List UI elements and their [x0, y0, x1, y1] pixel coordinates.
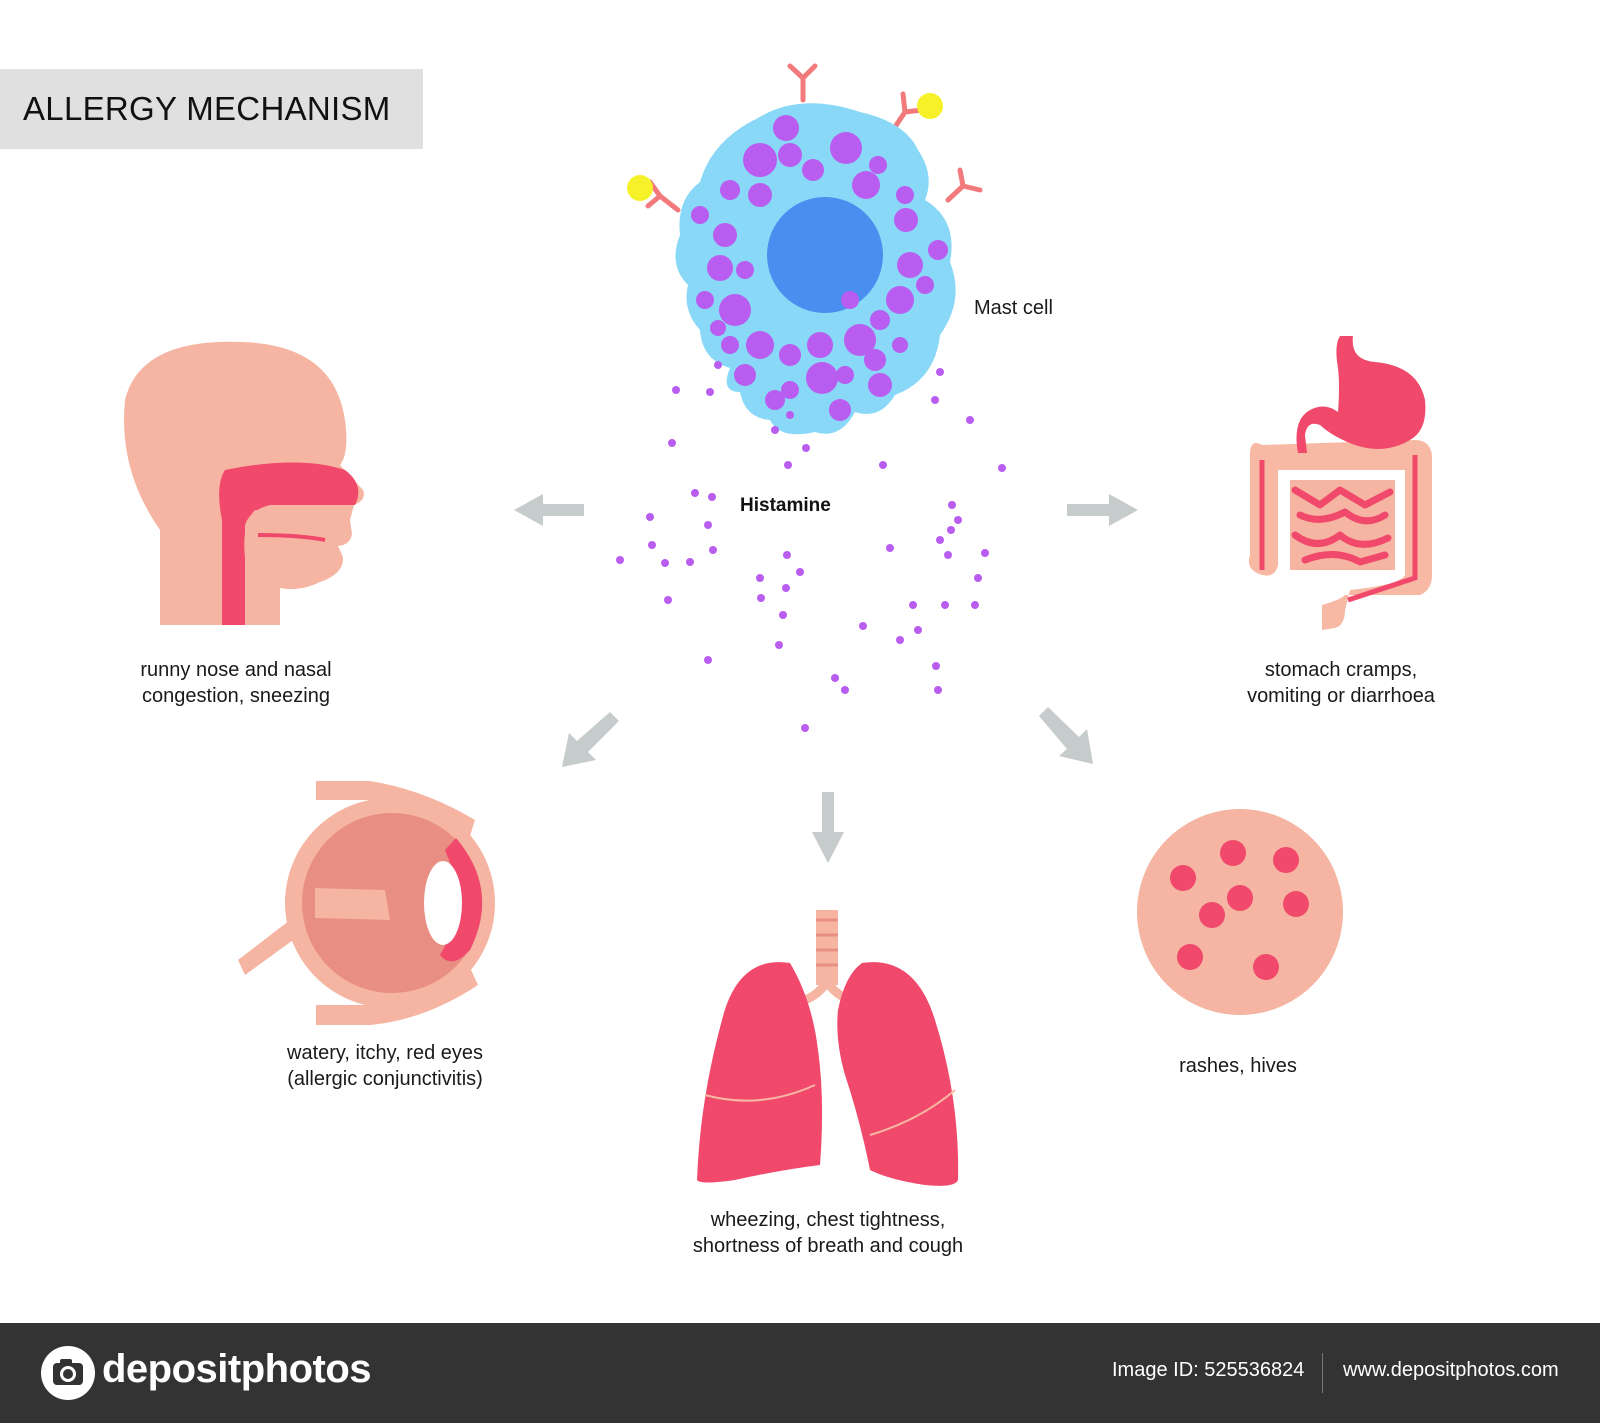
head-illustration — [124, 341, 364, 625]
camera-icon — [41, 1346, 95, 1400]
eye-symptoms-label: watery, itchy, red eyes (allergic conjun… — [287, 1042, 483, 1090]
arrow-down-left — [562, 712, 619, 767]
receptor-antibodies — [645, 63, 983, 213]
skin-symptoms-label: rashes, hives — [1179, 1055, 1297, 1077]
granules — [691, 115, 948, 421]
histamine-label: Histamine — [740, 495, 831, 516]
mast-cell-label: Mast cell — [974, 297, 1053, 319]
stomach-symptoms-label: stomach cramps, vomiting or diarrhoea — [1247, 659, 1435, 707]
footer-divider — [1322, 1353, 1323, 1393]
image-id: Image ID: 525536824 — [1112, 1359, 1305, 1381]
brand-logo-text: depositphotos — [102, 1347, 372, 1391]
footer-bar: depositphotos Image ID: 525536824 www.de… — [0, 1323, 1600, 1423]
title-banner: ALLERGY MECHANISM — [0, 69, 423, 149]
allergen-particles — [627, 93, 943, 201]
website-link[interactable]: www.depositphotos.com — [1343, 1359, 1559, 1381]
digestive-illustration — [1248, 336, 1432, 630]
eye-illustration — [238, 781, 495, 1025]
arrow-down-right — [1039, 707, 1093, 764]
skin-illustration — [1137, 809, 1343, 1015]
histamine-particles — [616, 361, 1006, 732]
nucleus — [767, 197, 883, 313]
lung-symptoms-label: wheezing, chest tightness, shortness of … — [692, 1209, 964, 1257]
illustration — [124, 63, 1432, 1186]
diagram-title: ALLERGY MECHANISM — [23, 90, 391, 127]
lungs-illustration — [697, 910, 959, 1186]
nose-symptoms-label: runny nose and nasal congestion, sneezin… — [140, 659, 332, 707]
mast-cell — [627, 63, 983, 435]
arrow-left — [514, 494, 584, 526]
arrow-down — [812, 792, 844, 863]
arrow-right — [1067, 494, 1138, 526]
arrows — [514, 494, 1138, 863]
